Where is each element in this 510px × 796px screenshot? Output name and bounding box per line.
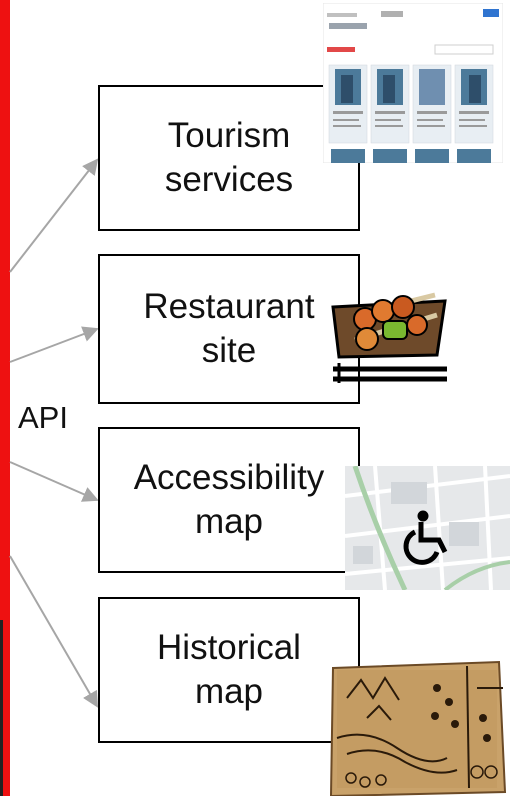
- box-label-line1: Restaurant: [143, 287, 315, 326]
- red-vertical-bar: [0, 0, 10, 796]
- accessibility-map-box: Accessibility map: [98, 427, 360, 573]
- arrow-to-restaurant: [9, 326, 99, 363]
- box-label-line2: services: [164, 160, 294, 199]
- restaurant-site-box: Restaurant site: [98, 254, 360, 404]
- arrow-to-historical: [9, 555, 99, 708]
- box-label-line1: Tourism: [167, 116, 291, 155]
- box-label-line2: map: [194, 502, 264, 541]
- wheelchair-map-icon: [345, 466, 510, 590]
- box-label-line1: Historical: [157, 628, 301, 667]
- arrow-to-tourism: [9, 158, 99, 273]
- arrow-to-accessibility: [9, 461, 99, 502]
- tourism-services-box: Tourism services: [98, 85, 360, 231]
- skewered-food-icon: [331, 292, 447, 383]
- bar-shadow: [0, 620, 3, 796]
- tourism-website-screenshot-icon: [323, 3, 503, 163]
- old-map-illustration: [329, 660, 507, 796]
- box-label-line1: Accessibility: [133, 458, 325, 497]
- box-label-line2: site: [201, 331, 257, 370]
- api-label: API: [18, 400, 68, 435]
- box-label-line2: map: [194, 672, 264, 711]
- historical-map-box: Historical map: [98, 597, 360, 743]
